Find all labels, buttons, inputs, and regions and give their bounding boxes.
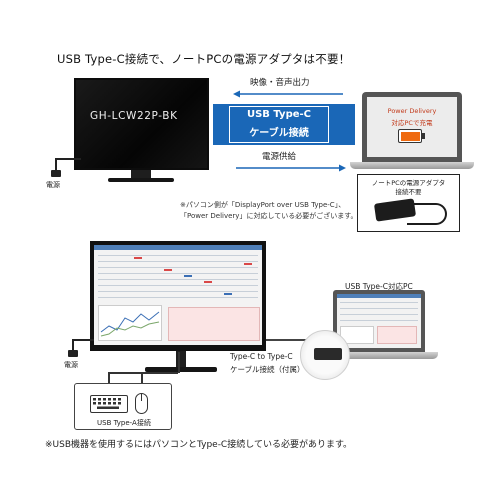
mouse-icon <box>135 393 148 414</box>
monitor-screen-content <box>94 245 262 345</box>
screen-table-panel <box>377 326 417 344</box>
laptop-base <box>350 162 474 169</box>
mouse-button-divider <box>141 394 142 401</box>
power-cable-drop <box>55 158 57 172</box>
requirement-note-line2: 「Power Delivery」に対応している必要がございます。 <box>180 212 358 220</box>
battery-icon <box>398 129 422 143</box>
screen-table-panel <box>168 307 260 341</box>
battery-tip <box>422 133 425 139</box>
screen-cell <box>204 281 212 283</box>
screen-grid-line <box>98 291 258 292</box>
mouse-cable <box>141 372 143 393</box>
monitor-stand-neck <box>176 351 186 369</box>
cable-included-label: ケーブル接続（付属） <box>230 365 305 374</box>
keyboard-icon <box>90 395 128 413</box>
screen-cell <box>134 257 142 259</box>
cable-connection-title: ケーブル接続 <box>249 128 309 139</box>
usb-c-cable <box>266 339 318 341</box>
adapter-cable <box>407 203 447 225</box>
laptop-image-bottom <box>333 290 425 352</box>
usb-a-cable <box>178 352 180 373</box>
screen-grid-line <box>340 314 418 315</box>
power-supply-label: 電源供給 <box>262 152 297 162</box>
usb-device-note: ※USB機器を使用するにはパソコンとType-C接続している必要があります。 <box>45 440 353 450</box>
screen-header-bar <box>337 294 421 298</box>
laptop-image-top <box>362 92 462 162</box>
monitor-stand-foot <box>108 178 174 182</box>
monitor-stand-foot <box>145 367 217 372</box>
monitor-stand-neck <box>131 170 151 180</box>
usb-a-connection-label: USB Type-A接続 <box>97 419 151 427</box>
usb-type-c-title: USB Type-C <box>246 109 311 120</box>
screen-grid-line <box>98 255 258 256</box>
laptop-base <box>320 352 438 359</box>
screen-cell <box>184 275 192 277</box>
usb-type-c-box <box>229 106 329 143</box>
screen-grid-line <box>98 285 258 286</box>
monitor-image-top <box>74 78 209 170</box>
screen-grid-line <box>98 297 258 298</box>
screen-grid-line <box>98 279 258 280</box>
screen-grid-line <box>98 273 258 274</box>
screen-cell <box>164 269 172 271</box>
power-plug-icon <box>68 350 78 357</box>
monitor-model-label: GH-LCW22P-BK <box>90 110 178 122</box>
arrow-right-icon <box>236 164 346 172</box>
screen-chart <box>98 305 162 341</box>
monitor-image-bottom <box>90 241 266 351</box>
adapter-subtitle: 接続不要 <box>395 188 422 196</box>
usb-c-pc-label: USB Type-C対応PC <box>345 282 413 291</box>
power-label-top: 電源 <box>46 181 60 189</box>
power-cable <box>72 339 94 341</box>
power-cable-drop <box>72 339 74 352</box>
screen-header-bar <box>94 245 262 250</box>
adapter-title: ノートPCの電源アダプタ <box>371 179 446 187</box>
screen-grid-line <box>98 261 258 262</box>
power-plug-icon <box>51 170 61 177</box>
requirement-note-line1: ※パソコン側が「DisplayPort over USB Type-C」、 <box>180 201 346 209</box>
arrow-left-icon <box>233 90 343 98</box>
laptop-screen-content <box>337 294 421 348</box>
cable-type-label: Type-C to Type-C <box>230 352 293 361</box>
screen-cell <box>244 263 252 265</box>
power-label-bottom: 電源 <box>64 361 78 369</box>
video-audio-output-label: 映像・音声出力 <box>250 78 310 88</box>
power-delivery-label: Power Delivery <box>387 107 437 115</box>
screen-grid-line <box>98 267 258 268</box>
headline: USB Type-C接続で、ノートPCの電源アダプタは不要！ <box>57 52 351 66</box>
usb-a-cable <box>108 372 178 374</box>
usb-c-plug-icon <box>314 348 342 360</box>
charge-label: 対応PCで充電 <box>391 119 433 127</box>
screen-grid-line <box>340 308 418 309</box>
screen-grid-line <box>340 302 418 303</box>
screen-cell <box>224 293 232 295</box>
power-cable <box>55 158 81 160</box>
screen-grid-line <box>340 320 418 321</box>
